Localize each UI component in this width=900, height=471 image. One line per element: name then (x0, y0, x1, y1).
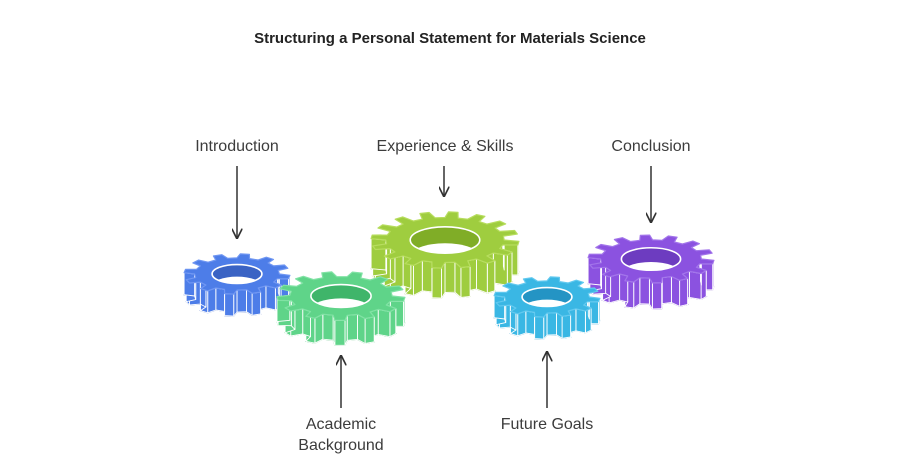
label-conclusion: Conclusion (576, 136, 726, 157)
label-line: Academic (305, 416, 377, 433)
label-line: Introduction (195, 138, 279, 155)
gear-experience-skills (370, 211, 520, 299)
label-introduction: Introduction (162, 136, 312, 157)
label-line: Experience & Skills (376, 138, 514, 155)
gear-conclusion (587, 234, 715, 310)
label-academic-background: Academic Background (266, 414, 416, 456)
label-line: Conclusion (611, 138, 691, 155)
diagram-title: Structuring a Personal Statement for Mat… (254, 30, 646, 47)
gear-academic-background (276, 271, 406, 346)
label-line: Background (298, 437, 384, 454)
label-future-goals: Future Goals (472, 414, 622, 435)
label-experience-skills: Experience & Skills (355, 136, 535, 157)
gear-introduction (183, 253, 291, 317)
label-line: Future Goals (500, 416, 594, 433)
gear-future-goals (493, 276, 601, 340)
